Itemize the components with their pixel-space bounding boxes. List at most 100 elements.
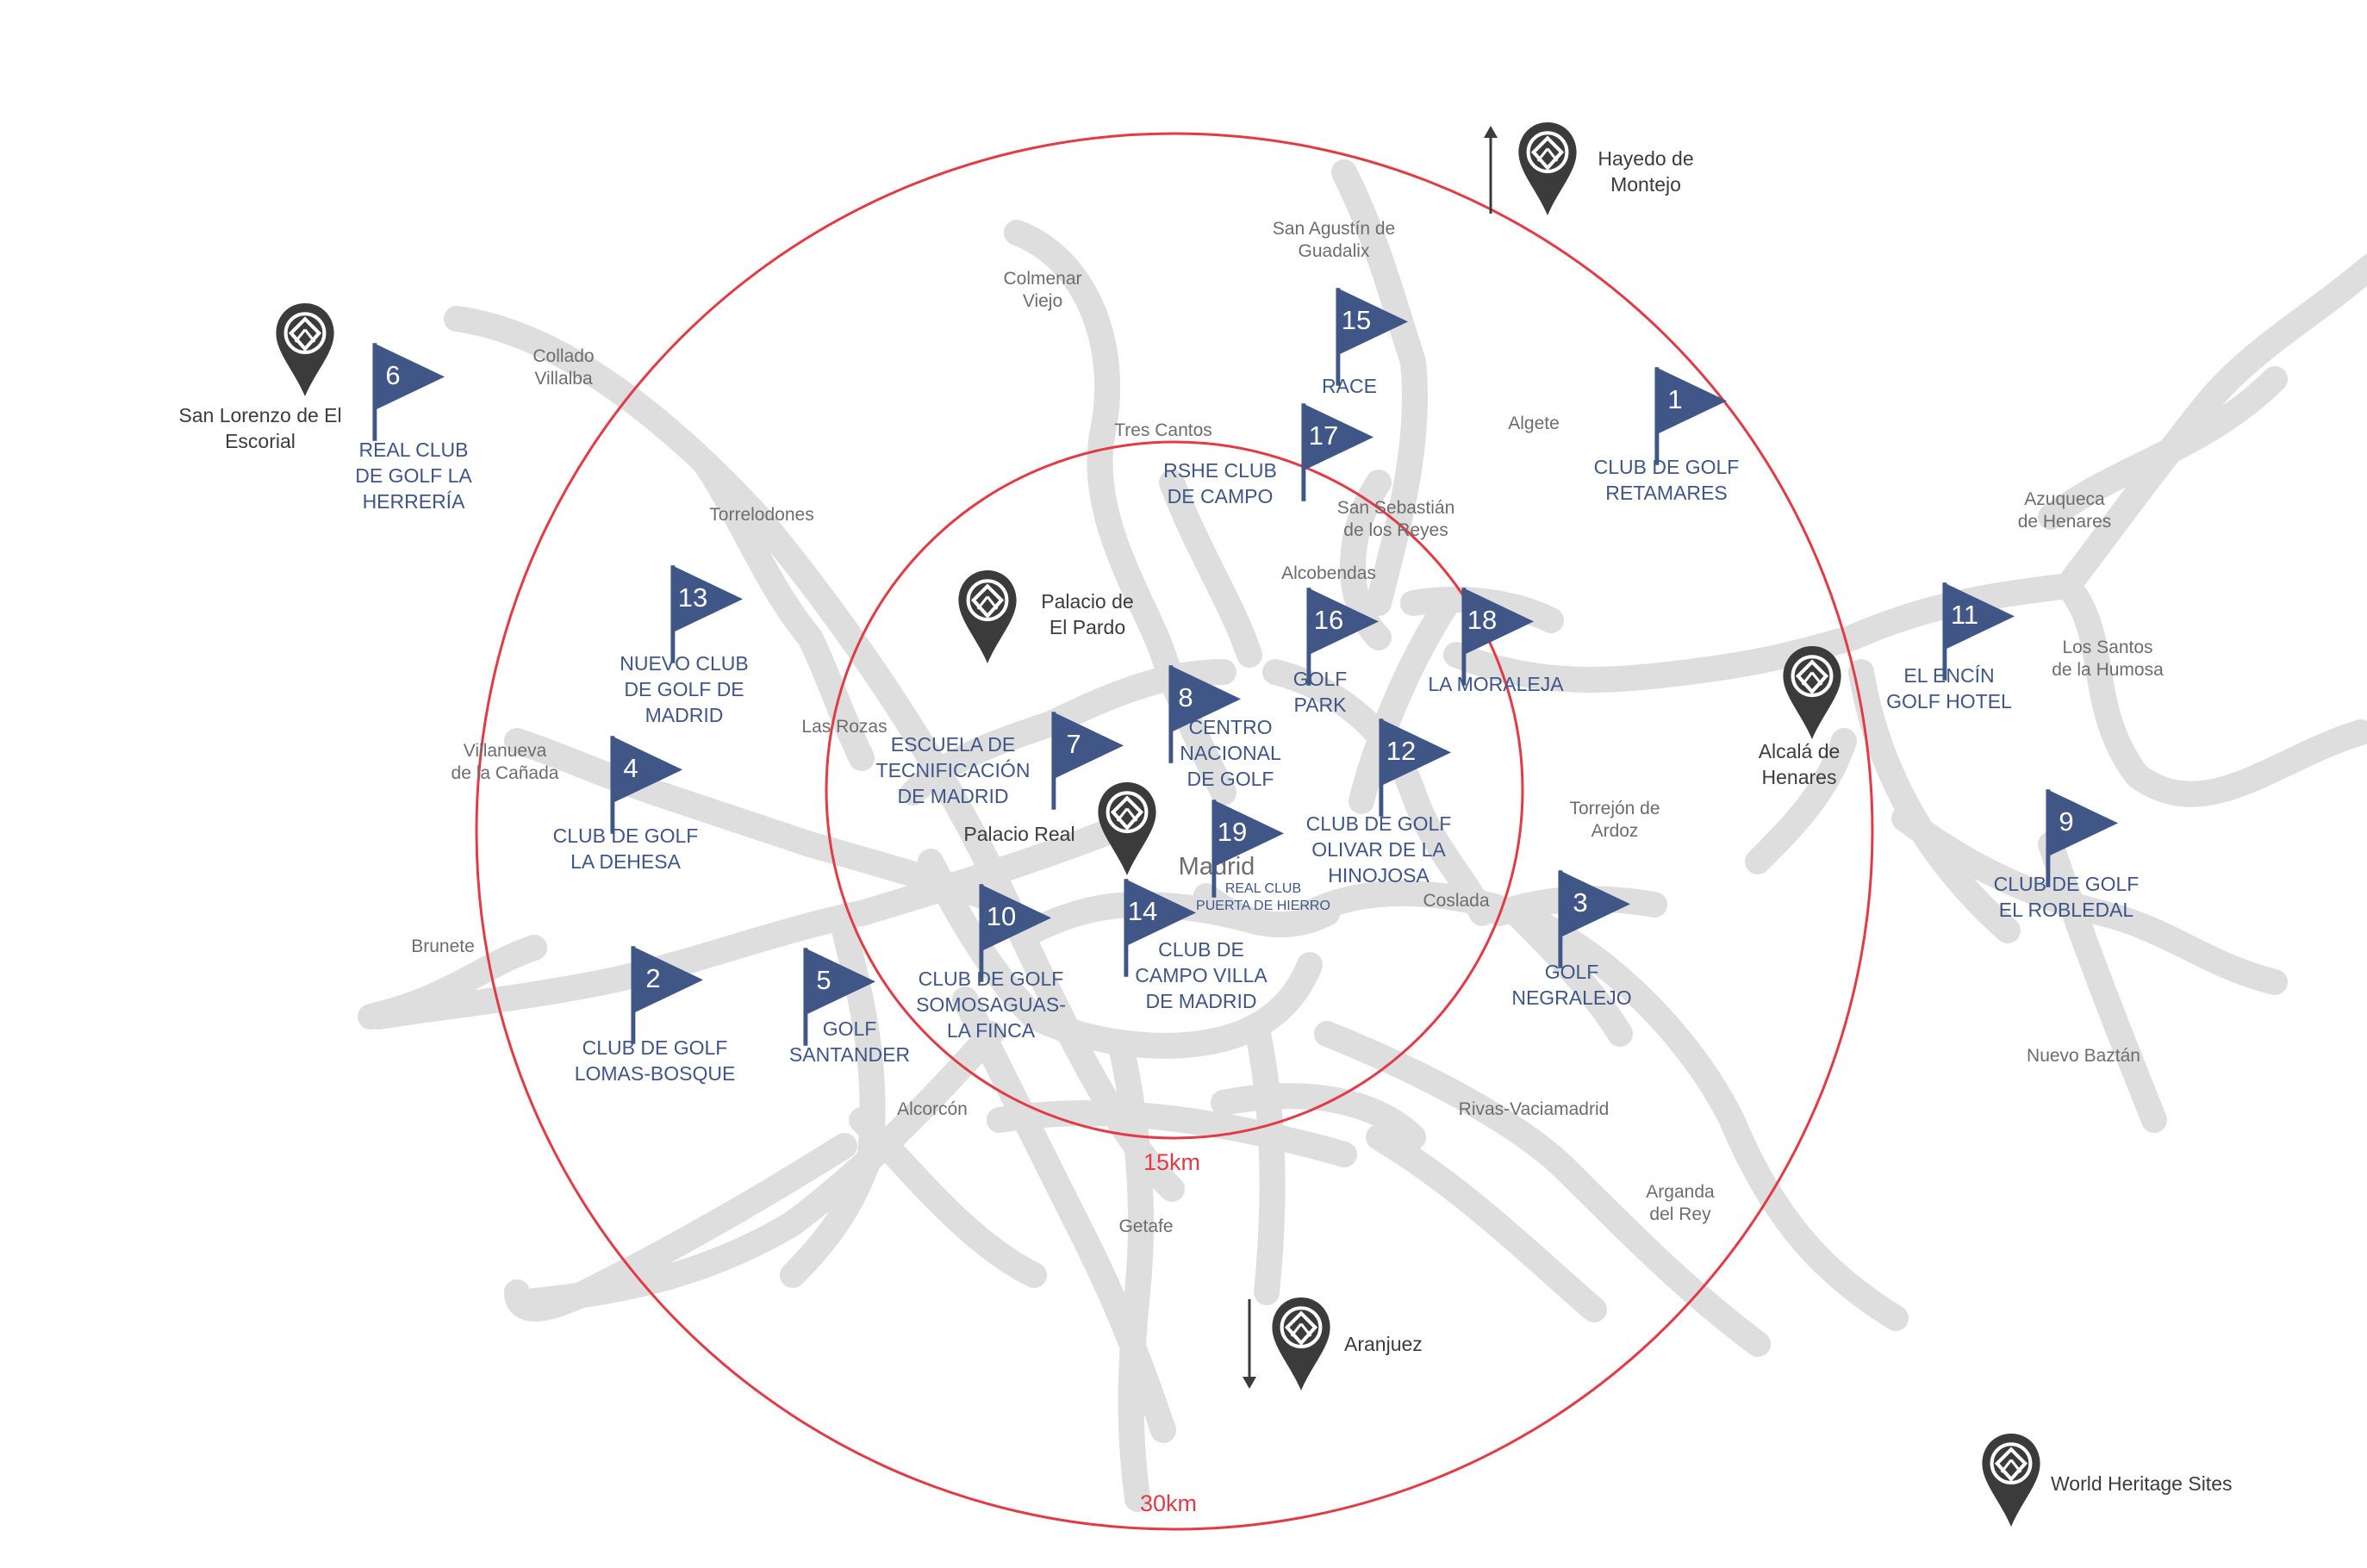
town-las-rozas: Las Rozas — [801, 717, 887, 737]
town-brunete: Brunete — [411, 936, 475, 956]
ring-30km — [475, 132, 1874, 1531]
road-network — [358, 159, 2367, 1512]
svg-text:14: 14 — [1128, 896, 1157, 926]
svg-text:16: 16 — [1314, 605, 1343, 635]
svg-text:18: 18 — [1467, 605, 1497, 635]
heritage-pin-icon-hayedo — [1518, 122, 1576, 215]
distance-rings: 15km 30km — [475, 132, 1874, 1531]
svg-text:19: 19 — [1218, 817, 1247, 847]
heritage-label-palacio-real: Palacio Real — [963, 823, 1074, 845]
svg-text:17: 17 — [1309, 420, 1338, 451]
town-algete: Algete — [1508, 414, 1560, 433]
golf-flag-icon — [1656, 367, 1727, 464]
club-name-15: RACE — [1322, 375, 1377, 397]
town-alcobendas: Alcobendas — [1281, 563, 1376, 583]
svg-text:13: 13 — [678, 582, 707, 613]
ring-30km-label: 30km — [1140, 1490, 1197, 1516]
legend-world-heritage-label: World Heritage Sites — [2051, 1472, 2233, 1495]
legend-world-heritage-icon — [1982, 1434, 2040, 1527]
golf-flag-icon — [672, 565, 743, 663]
svg-text:5: 5 — [816, 965, 831, 995]
town-torrelodones: Torrelodones — [709, 505, 813, 525]
town-nuevo-baztan: Nuevo Baztán — [2027, 1046, 2140, 1066]
svg-text:11: 11 — [1951, 600, 1978, 630]
town-coslada: Coslada — [1423, 891, 1489, 911]
heritage-pin-icon-el-pardo — [958, 570, 1016, 663]
ring-15km-label: 15km — [1143, 1149, 1200, 1175]
heritage-pin-icon-alcala — [1783, 646, 1841, 739]
heritage-pin-icon-palacio-real — [1098, 782, 1155, 875]
ring-15km — [825, 440, 1524, 1140]
svg-text:7: 7 — [1066, 729, 1081, 759]
svg-text:4: 4 — [623, 753, 638, 783]
svg-text:6: 6 — [385, 360, 400, 390]
svg-text:9: 9 — [2059, 806, 2073, 837]
heritage-pin-icon-aranjuez — [1272, 1297, 1330, 1391]
club-name-18: LA MORALEJA — [1428, 673, 1564, 695]
svg-text:2: 2 — [645, 963, 660, 993]
heritage-pin-icon-san-lorenzo — [276, 303, 333, 396]
town-tres-cantos: Tres Cantos — [1114, 420, 1212, 440]
svg-text:8: 8 — [1178, 682, 1193, 712]
svg-text:3: 3 — [1573, 887, 1587, 918]
club-flag-15: 15 RACE — [1322, 288, 1408, 397]
town-rivas: Rivas-Vaciamadrid — [1459, 1099, 1610, 1119]
svg-text:12: 12 — [1386, 736, 1416, 766]
golf-flag-icon — [374, 343, 445, 440]
club-flag-18: 18 LA MORALEJA — [1428, 588, 1564, 695]
heritage-label-aranjuez: Aranjuez — [1344, 1333, 1423, 1355]
svg-text:15: 15 — [1342, 305, 1371, 335]
town-alcorcon: Alcorcón — [897, 1099, 968, 1119]
svg-text:10: 10 — [987, 901, 1016, 931]
